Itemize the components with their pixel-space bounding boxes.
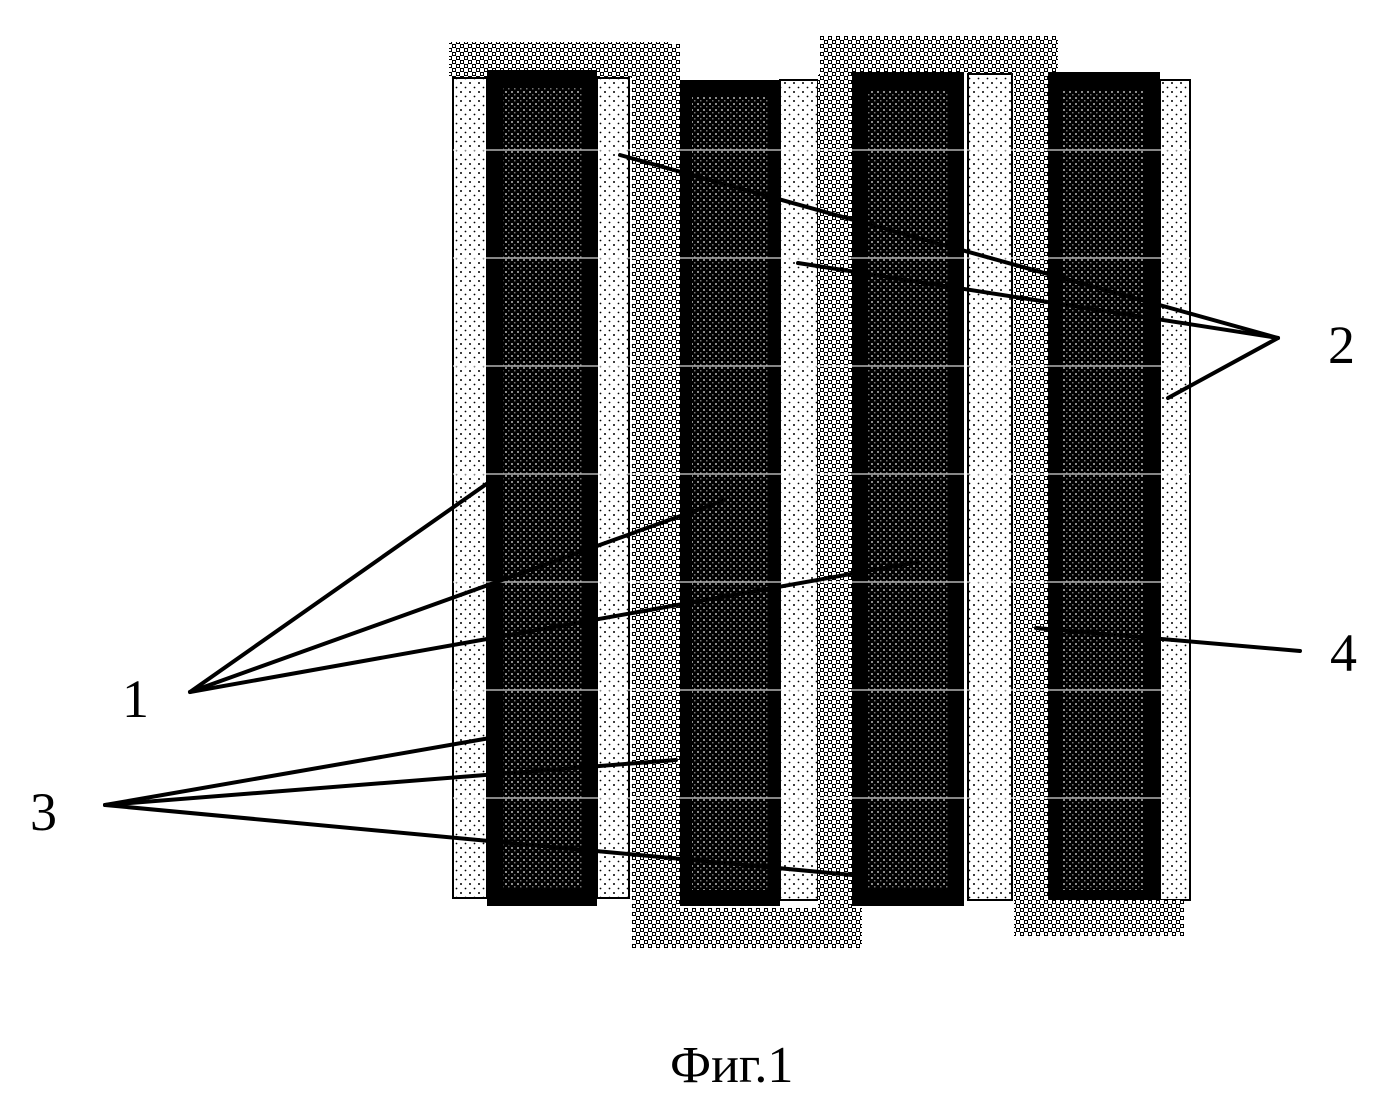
label-4: 4	[1330, 626, 1357, 680]
bottom-cap-b	[632, 908, 862, 948]
core-c	[868, 90, 948, 888]
label-3: 3	[30, 785, 57, 839]
label-1: 1	[122, 672, 149, 726]
core-d	[1062, 90, 1144, 890]
outer-layer-c-right	[968, 74, 1012, 900]
bottom-cap-d	[1014, 900, 1184, 936]
leader-3a	[105, 738, 490, 805]
outer-layer-a-right	[597, 78, 629, 898]
label-2: 2	[1328, 318, 1355, 372]
figure-caption: Фиг.1	[670, 1040, 793, 1092]
top-cap-c	[820, 36, 1016, 74]
outer-layer-b-left	[632, 44, 680, 914]
strip-group-c	[818, 36, 1016, 908]
outer-layer-d-right	[1160, 80, 1190, 900]
core-b	[692, 96, 768, 890]
outer-layer-c-left	[818, 74, 852, 908]
leader-1a	[190, 478, 495, 692]
strip-group-d	[1014, 36, 1190, 936]
